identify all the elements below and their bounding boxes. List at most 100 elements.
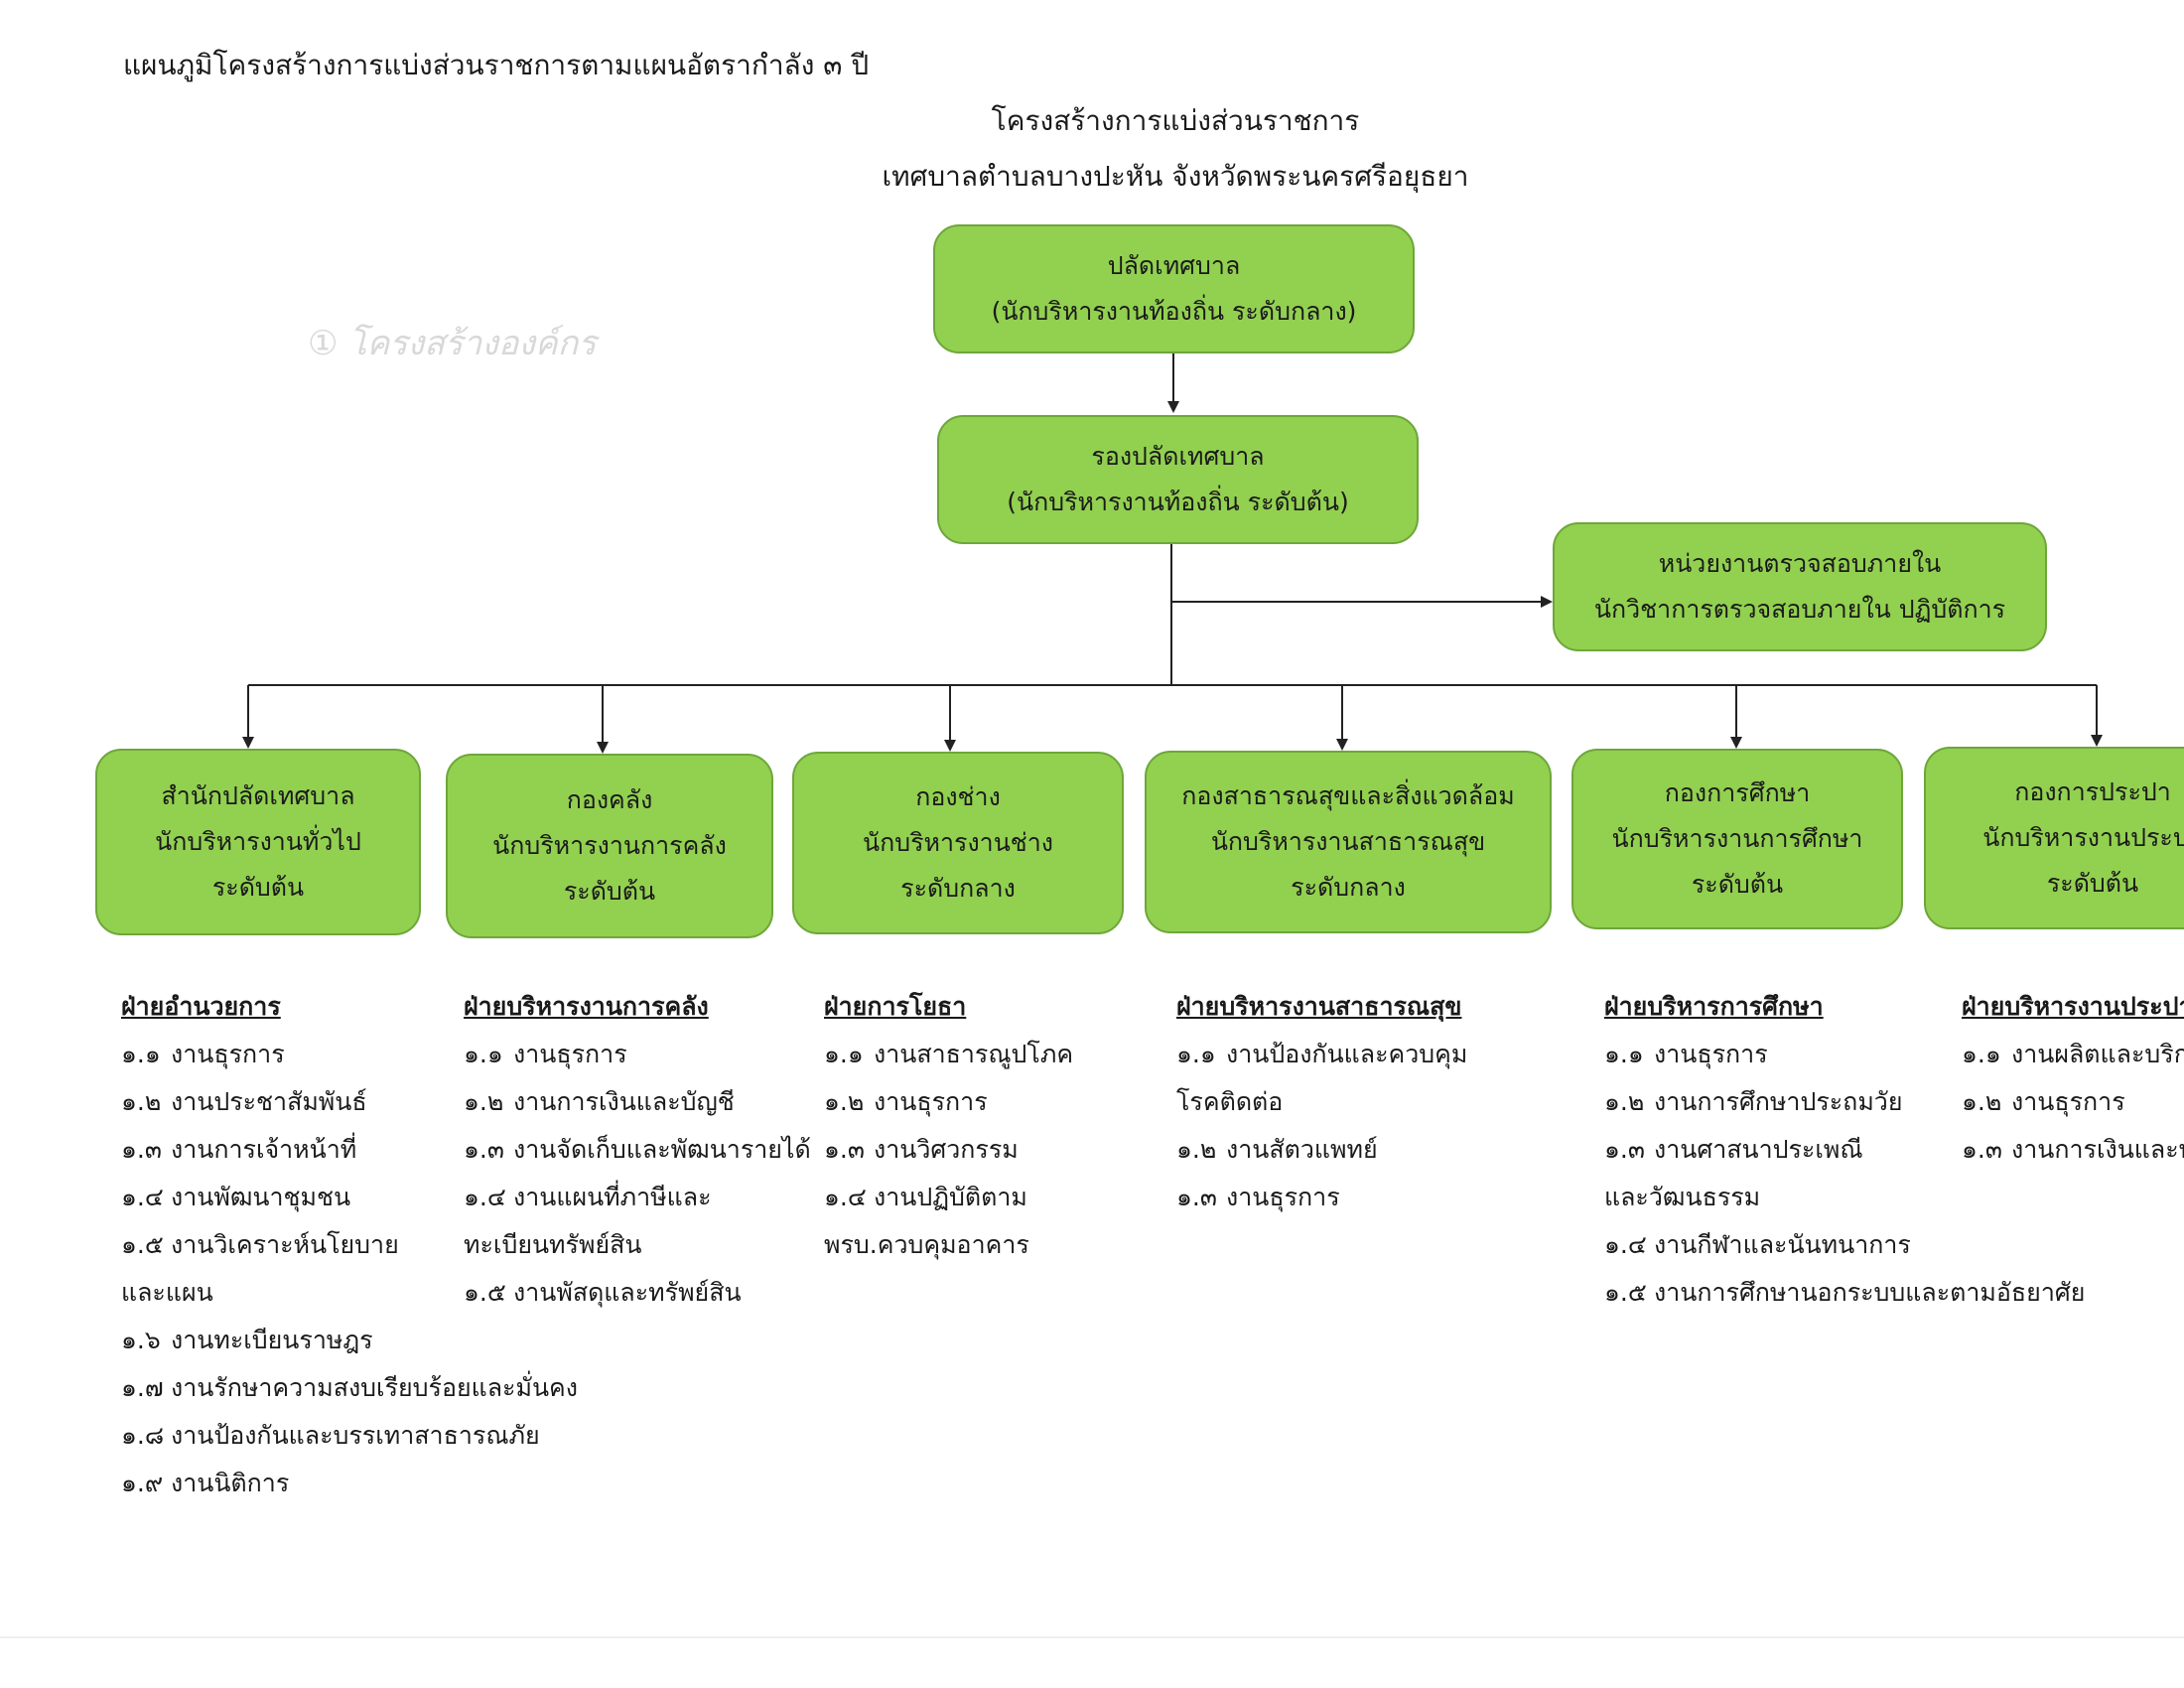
item-number: ๑.๔	[464, 1183, 506, 1211]
list-item: ๑.๒ งานธุรการ	[1962, 1078, 2184, 1126]
item-text: งานสาธารณูปโภค	[874, 1040, 1074, 1068]
chart-title: โครงสร้างการแบ่งส่วนราชการ	[991, 104, 1360, 137]
list-item: ๑.๔งานพัฒนาชุมชน	[121, 1174, 578, 1221]
item-text: งานรักษาความสงบเรียบร้อยและมั่นคง	[171, 1373, 578, 1402]
section-title: ฝ่ายบริหารงานประปา	[1962, 992, 2184, 1021]
list-item-continuation: โรคติดต่อ	[1176, 1087, 1284, 1116]
list-item: ๑.๗งานรักษาความสงบเรียบร้อยและมั่นคง	[121, 1364, 578, 1412]
list-item-continuation: และแผน	[121, 1278, 213, 1307]
list-item: ๑.๒งานสัตวแพทย์	[1176, 1126, 1467, 1174]
list-item: ๑.๓งานศาสนาประเพณี	[1604, 1126, 2085, 1174]
division-box-education: กองการศึกษา นักบริหารงานการศึกษา ระดับต้…	[1571, 749, 1903, 929]
item-number: ๑.๓	[1604, 1135, 1645, 1164]
item-text: งานกีฬาและนันทนาการ	[1654, 1230, 1911, 1259]
item-number: ๑.๕	[121, 1230, 164, 1259]
item-text: งานการเงินและบัญชี	[513, 1087, 735, 1116]
item-number: ๑.๒	[1962, 1087, 2002, 1116]
division-name: กองการศึกษา	[1664, 778, 1811, 807]
item-text: งานการศึกษานอกระบบและตามอัธยาศัย	[1654, 1278, 2086, 1307]
handwritten-watermark: ① โครงสร้างองค์กร	[308, 324, 597, 363]
division-box-finance: กองคลัง นักบริหารงานการคลัง ระดับต้น	[446, 754, 773, 938]
item-number: ๑.๗	[121, 1373, 164, 1402]
item-text: งานธุรการ	[1654, 1040, 1768, 1068]
division-level: ระดับต้น	[563, 877, 656, 906]
item-text: งานผลิตและบริการ	[2011, 1040, 2184, 1068]
section-education: ฝ่ายบริหารการศึกษา ๑.๑งานธุรการ ๑.๒งานกา…	[1604, 983, 2085, 1317]
item-text: งานสัตวแพทย์	[1226, 1135, 1378, 1164]
list-item-continuation: ทะเบียนทรัพย์สิน	[464, 1230, 642, 1259]
list-item: ๑.๓งานการเจ้าหน้าที่	[121, 1126, 578, 1174]
list-item: ๑.๑ งานธุรการ	[464, 1031, 811, 1078]
item-text: งานการเงินและบัญชี	[2011, 1135, 2184, 1164]
item-number: ๑.๑	[1176, 1040, 1216, 1068]
item-number: ๑.๒	[824, 1087, 865, 1116]
list-item: ๑.๓ งานจัดเก็บและพัฒนารายได้	[464, 1126, 811, 1174]
box-audit-title: หน่วยงานตรวจสอบภายใน	[1658, 549, 1942, 578]
item-text: งานป้องกันและบรรเทาสาธารณภัย	[171, 1421, 540, 1450]
item-number: ๑.๑	[1962, 1040, 2001, 1068]
item-number: ๑.๓	[464, 1135, 504, 1164]
division-level: ระดับต้น	[1691, 870, 1784, 899]
item-number: ๑.๕	[1604, 1278, 1647, 1307]
box-rong-palad-position: (นักบริหารงานท้องถิ่น ระดับต้น)	[1007, 488, 1349, 516]
list-item: ๑.๘งานป้องกันและบรรเทาสาธารณภัย	[121, 1412, 578, 1460]
division-position: นักบริหารงานประปา	[1982, 823, 2184, 852]
box-audit-position: นักวิชาการตรวจสอบภายใน ปฏิบัติการ	[1593, 595, 2006, 624]
division-level: ระดับต้น	[2046, 869, 2139, 898]
division-position: นักบริหารงานสาธารณสุข	[1210, 827, 1486, 856]
section-title: ฝ่ายบริหารงานสาธารณสุข	[1176, 992, 1462, 1021]
list-item: ๑.๑ งานธุรการ	[1604, 1031, 2085, 1078]
division-level: ระดับกลาง	[900, 874, 1016, 903]
list-item: ๑.๑ งานป้องกันและควบคุม	[1176, 1031, 1467, 1078]
division-box-engineering: กองช่าง นักบริหารงานช่าง ระดับกลาง	[792, 752, 1124, 934]
list-item: ๑.๒งานการศึกษาประถมวัย	[1604, 1078, 2085, 1126]
list-item: ๑.๑ งานสาธารณูปโภค	[824, 1031, 1073, 1078]
section-title: ฝ่ายบริหารงานการคลัง	[464, 992, 709, 1021]
item-text: งานแผนที่ภาษีและ	[513, 1183, 712, 1211]
item-number: ๑.๘	[121, 1421, 165, 1450]
box-rong-palad-title: รองปลัดเทศบาล	[1091, 442, 1265, 471]
box-palad-title: ปลัดเทศบาล	[1107, 251, 1241, 280]
item-text: งานนิติการ	[171, 1469, 290, 1497]
item-number: ๑.๔	[121, 1183, 164, 1211]
item-number: ๑.๑	[464, 1040, 503, 1068]
division-name: กองช่าง	[915, 782, 1001, 811]
item-number: ๑.๔	[1604, 1230, 1647, 1259]
list-item: ๑.๑งานธุรการ	[121, 1031, 578, 1078]
item-text: งานธุรการ	[513, 1040, 627, 1068]
list-item: ๑.๕งานพัสดุและทรัพย์สิน	[464, 1269, 811, 1317]
item-number: ๑.๓	[1176, 1183, 1217, 1211]
item-text: งานจัดเก็บและพัฒนารายได้	[513, 1135, 811, 1164]
list-item: ๑.๓งานธุรการ	[1176, 1174, 1467, 1221]
list-item: ๑.๑ งานผลิตและบริการ	[1962, 1031, 2184, 1078]
division-name: กองการประปา	[2014, 777, 2171, 806]
list-item: ๑.๔งานปฏิบัติตาม	[824, 1174, 1073, 1221]
item-text: งานประชาสัมพันธ์	[171, 1087, 367, 1116]
item-text: งานธุรการ	[874, 1087, 988, 1116]
section-public-health: ฝ่ายบริหารงานสาธารณสุข ๑.๑ งานป้องกันและค…	[1176, 983, 1467, 1221]
division-box-public-health: กองสาธารณสุขและสิ่งแวดล้อม นักบริหารงานส…	[1145, 751, 1552, 933]
list-item: ๑.๒ งานธุรการ	[824, 1078, 1073, 1126]
list-item: ๑.๕งานการศึกษานอกระบบและตามอัธยาศัย	[1604, 1269, 2085, 1317]
item-number: ๑.๑	[824, 1040, 864, 1068]
division-name: กองคลัง	[566, 785, 653, 814]
item-number: ๑.๖	[121, 1326, 161, 1354]
list-item: ๑.๙งานนิติการ	[121, 1460, 578, 1507]
division-position: นักบริหารงานช่าง	[862, 828, 1054, 857]
item-number: ๑.๓	[1962, 1135, 2002, 1164]
list-item: ๑.๓งานวิศวกรรม	[824, 1126, 1073, 1174]
item-number: ๑.๕	[464, 1278, 506, 1307]
list-item: ๑.๔งานกีฬาและนันทนาการ	[1604, 1221, 2085, 1269]
box-rong-palad: รองปลัดเทศบาล (นักบริหารงานท้องถิ่น ระดั…	[937, 415, 1419, 544]
item-text: งานธุรการ	[2011, 1087, 2125, 1116]
division-position: นักบริหารงานการคลัง	[492, 831, 727, 860]
division-name: กองสาธารณสุขและสิ่งแวดล้อม	[1181, 781, 1515, 810]
item-text: งานพัฒนาชุมชน	[171, 1183, 351, 1211]
list-item: ๑.๒ งานการเงินและบัญชี	[464, 1078, 811, 1126]
item-text: งานปฏิบัติตาม	[874, 1183, 1027, 1211]
box-palad: ปลัดเทศบาล (นักบริหารงานท้องถิ่น ระดับกล…	[933, 224, 1415, 353]
list-item: ๑.๒ งานประชาสัมพันธ์	[121, 1078, 578, 1126]
item-number: ๑.๒	[464, 1087, 504, 1116]
item-text: งานป้องกันและควบคุม	[1226, 1040, 1468, 1068]
